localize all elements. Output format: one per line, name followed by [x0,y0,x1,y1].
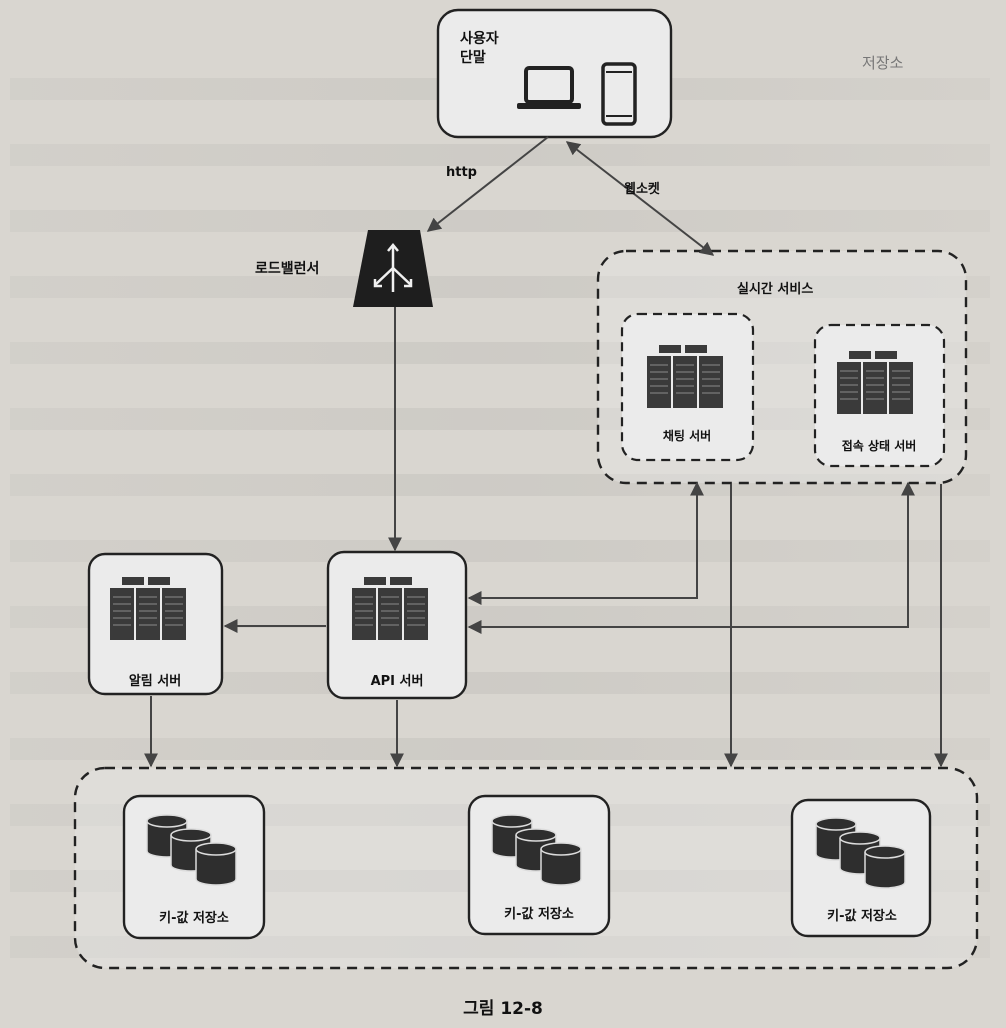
websocket-edge-label: 웹소켓 [624,181,660,197]
load-balancer-node: 로드밸런서 [255,230,433,307]
client-label-line2: 단말 [460,49,486,66]
architecture-diagram: 사용자 단말 로드밸런서 [73,8,979,970]
kv-store-3-icon [864,845,906,889]
background-texture-line [10,738,990,760]
http-edge-label: http [446,165,477,180]
kv-store-3-label: 키-값 저장소 [827,908,897,924]
load-balancer-label: 로드밸런서 [255,260,319,277]
chat-server-node: 채팅 서버 [620,312,755,462]
edge-client-realtime-websocket [565,141,715,256]
edge-chat-api [467,481,704,605]
kv-store-2-icon [540,842,582,886]
edge-presence-api [467,481,915,634]
background-texture-line [10,144,990,166]
presence-server-label: 접속 상태 서버 [842,438,917,453]
smartphone-icon [601,62,637,126]
kv-store-node-3: 키-값 저장소 [790,798,932,938]
client-node: 사용자 단말 [436,8,673,139]
edge-client-to-lb [426,136,549,232]
presence-server-node: 접속 상태 서버 [813,323,946,468]
background-texture-line [10,210,990,232]
laptop-icon [517,66,581,109]
background-texture-line [10,276,990,298]
figure-caption: 그림 12-8 [463,999,543,1019]
kv-store-2-label: 키-값 저장소 [504,906,574,922]
kv-store-1-label: 키-값 저장소 [159,910,229,926]
kv-store-1-icon [195,842,237,886]
realtime-service-label: 실시간 서비스 [737,281,813,297]
background-texture-line [10,936,990,958]
client-label-line1: 사용자 [460,31,499,47]
notification-server-label: 알림 서버 [129,673,181,689]
api-server-node: API 서버 [326,550,468,700]
edges: http 웹소켓 [144,136,948,768]
page-corner-label: 저장소 [862,54,904,72]
kv-store-node-2: 키-값 저장소 [467,794,611,936]
background-texture-line [10,672,990,694]
load-balancer-arrows-icon [373,243,413,292]
api-server-label: API 서버 [371,673,424,689]
chat-server-label: 채팅 서버 [663,428,711,443]
kv-store-node-1: 키-값 저장소 [122,794,266,940]
notification-server-node: 알림 서버 [87,552,224,696]
